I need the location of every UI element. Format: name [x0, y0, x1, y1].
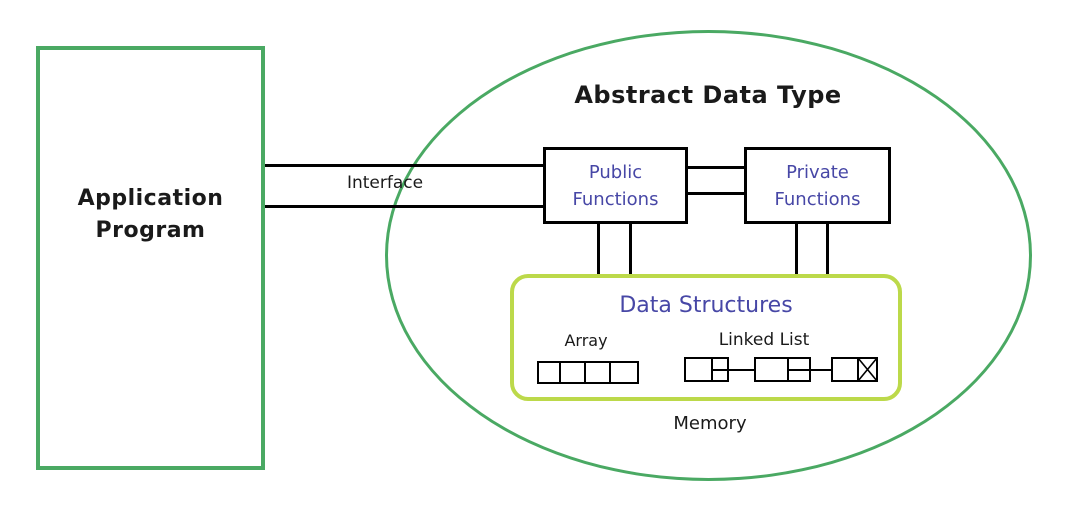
public-functions-label: Public Functions: [572, 161, 659, 210]
adt-title: Abstract Data Type: [574, 81, 842, 109]
data-structures-box: [510, 274, 902, 401]
public-private-connector-top: [688, 166, 744, 169]
adt-ellipse: [385, 30, 1032, 481]
public-to-datastructures-connector-1: [597, 224, 600, 278]
public-to-datastructures-connector-2: [629, 224, 632, 278]
memory-label: Memory: [673, 413, 747, 434]
private-functions-label: Private Functions: [774, 161, 861, 210]
application-program-box: [36, 46, 265, 470]
linked-list-diagram: [684, 357, 878, 382]
application-program-label: Application Program: [77, 186, 224, 243]
private-to-datastructures-connector-1: [795, 224, 798, 278]
interface-label: Interface: [346, 173, 424, 193]
array-label: Array: [564, 331, 608, 350]
public-private-connector-bottom: [688, 192, 744, 195]
interface-line-top: [265, 164, 543, 167]
interface-line-bottom: [265, 205, 543, 208]
public-functions-box: Public Functions: [543, 147, 688, 224]
private-functions-box: Private Functions: [744, 147, 891, 224]
linked-list-label: Linked List: [718, 330, 810, 350]
data-structures-title: Data Structures: [619, 293, 793, 318]
array-diagram: [537, 361, 639, 384]
private-to-datastructures-connector-2: [826, 224, 829, 278]
